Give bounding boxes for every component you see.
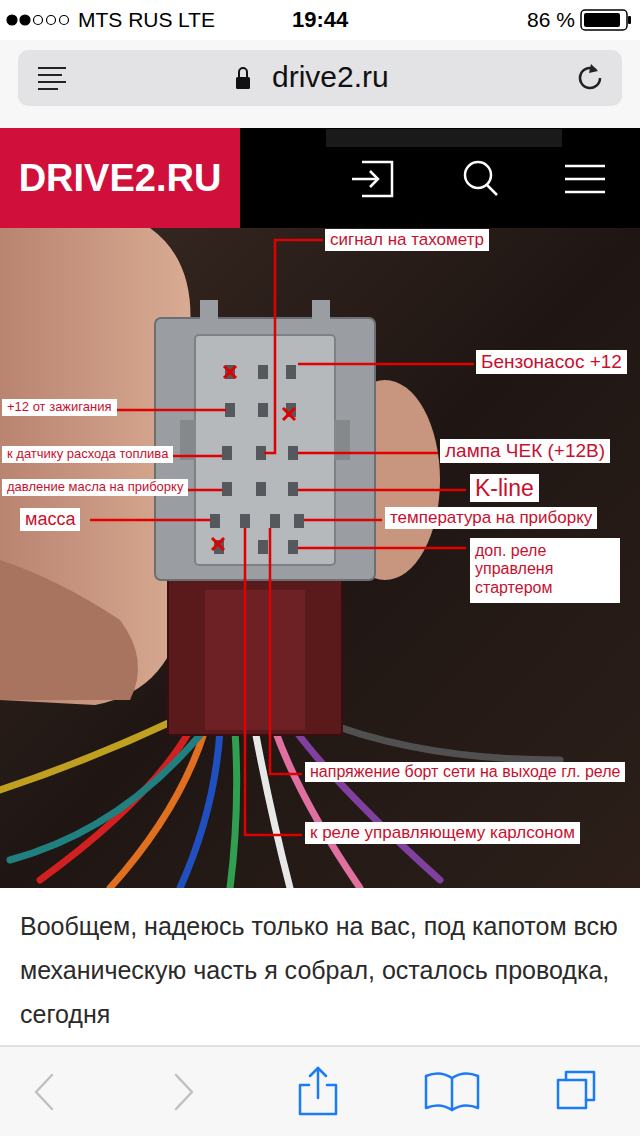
callout-text: давление масла на приборку bbox=[7, 480, 183, 495]
callout-text: Бензонасос +12 bbox=[481, 351, 622, 373]
article-text: Вообщем, надеюсь только на вас, под капо… bbox=[20, 904, 620, 1036]
pin-callout: давление масла на приборку bbox=[2, 479, 188, 496]
pin-callout: +12 от зажигания bbox=[2, 399, 117, 416]
pin-callout: к реле управляющему карлсоном bbox=[305, 822, 580, 844]
callout-text: доп. реле управленя стартером bbox=[475, 542, 615, 597]
callout-text: K-line bbox=[475, 475, 534, 501]
carrier-name: MTS RUS bbox=[78, 8, 173, 32]
network-type: LTE bbox=[178, 8, 215, 32]
callout-text: лампа ЧЕК (+12В) bbox=[445, 440, 605, 462]
callout-text: напряжение борт сети на выходе гл. реле bbox=[310, 763, 620, 781]
callout-text: масса bbox=[25, 509, 75, 530]
pin-callout: сигнал на тахометр bbox=[325, 229, 489, 251]
battery-percent: 86 % bbox=[527, 8, 575, 32]
pin-callout: температура на приборку bbox=[385, 507, 597, 529]
pin-callout: напряжение борт сети на выходе гл. реле bbox=[305, 762, 625, 782]
callout-text: к реле управляющему карлсоном bbox=[310, 823, 575, 843]
pin-callout: лампа ЧЕК (+12В) bbox=[440, 439, 610, 463]
site-logo: DRIVE2.RU bbox=[0, 128, 240, 228]
pin-callout: K-line bbox=[470, 474, 539, 502]
status-time: 19:44 bbox=[292, 7, 348, 33]
callout-text: +12 от зажигания bbox=[7, 400, 112, 415]
logo-text: DRIVE2.RU bbox=[19, 157, 222, 200]
callout-text: к датчику расхода топлива bbox=[7, 447, 168, 462]
callout-text: температура на приборку bbox=[390, 508, 592, 528]
pin-callout: к датчику расхода топлива bbox=[2, 446, 173, 463]
pin-callout: Бензонасос +12 bbox=[476, 350, 627, 374]
pin-callout: масса bbox=[20, 508, 80, 531]
callout-text: сигнал на тахометр bbox=[330, 230, 484, 250]
page-url: drive2.ru bbox=[272, 60, 389, 94]
pin-callout: доп. реле управленя стартером bbox=[470, 538, 620, 603]
